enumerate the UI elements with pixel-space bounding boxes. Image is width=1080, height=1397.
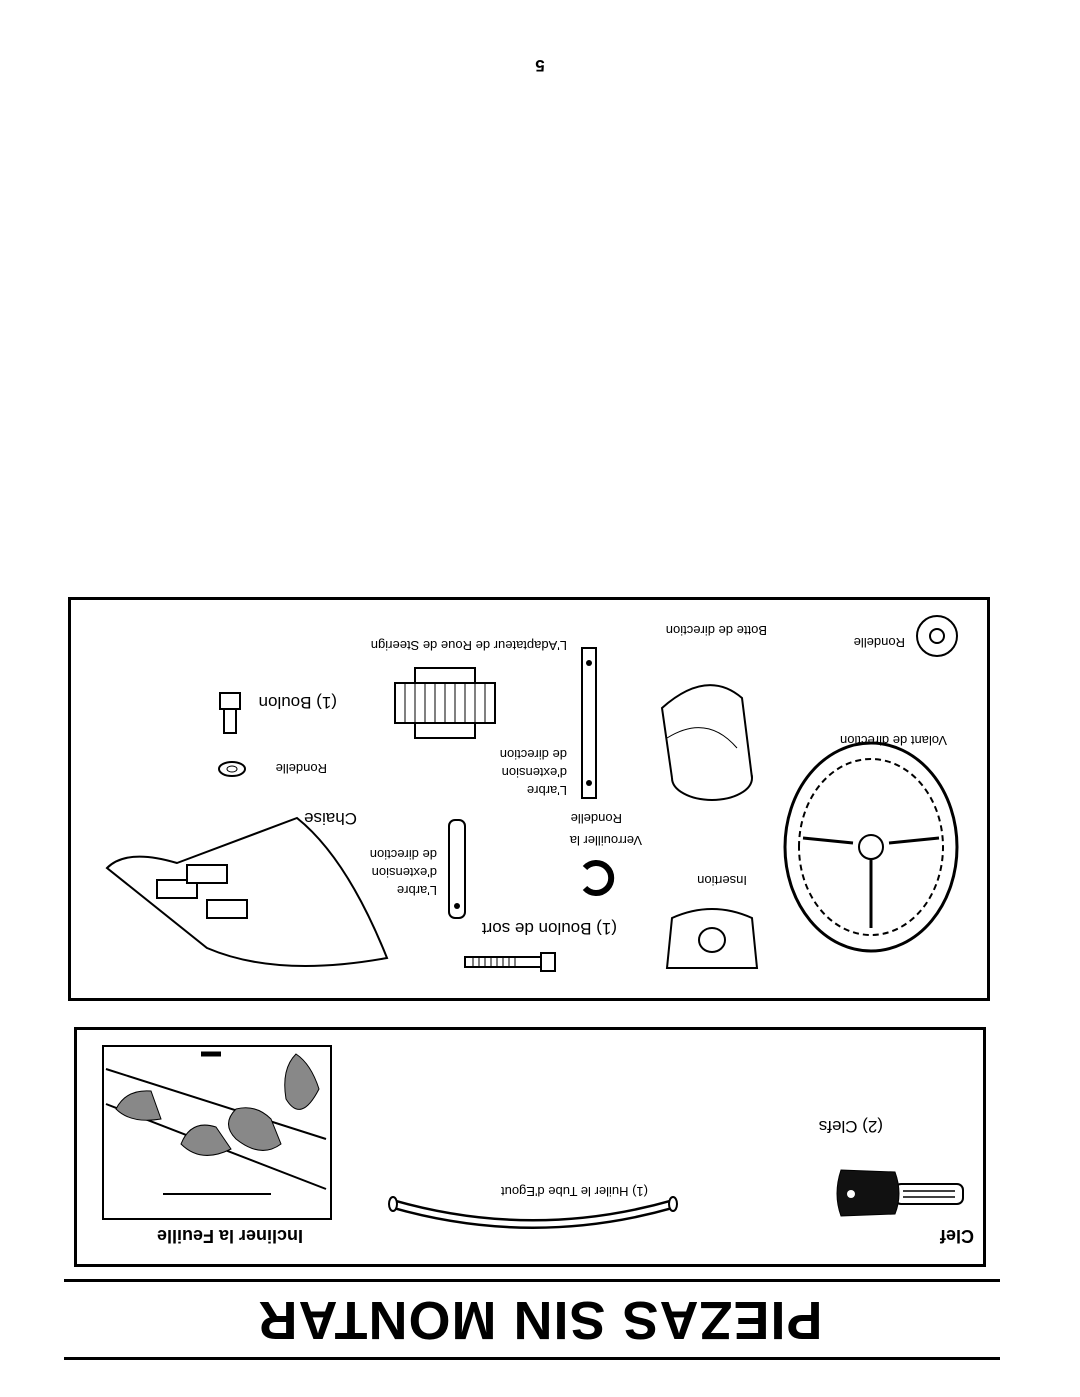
seat-icon	[105, 816, 389, 967]
steering-boot-label: Botte de direction	[665, 623, 767, 638]
adapter-icon	[394, 667, 496, 739]
title-rule-top	[64, 1357, 1000, 1360]
bolt-sort-label: (1) Boulon de sort	[481, 919, 617, 938]
extension-shaft-label-1: L'arbre	[396, 883, 437, 898]
washer-icon-small	[218, 761, 246, 777]
bolt-icon	[464, 952, 556, 972]
shaft-icon-short	[448, 819, 466, 919]
insert-icon	[665, 908, 759, 969]
key-icon	[836, 1169, 964, 1217]
page-number: 5	[535, 56, 545, 75]
washer-small-label: Rondelle	[275, 761, 327, 776]
steering-wheel-icon	[783, 741, 959, 953]
insert-label: Insertion	[697, 873, 747, 888]
shaft-icon	[581, 647, 597, 799]
steering-shaft-label-1: L'arbre	[526, 783, 567, 798]
key-title: Clef	[939, 1226, 974, 1246]
washer-icon	[916, 615, 958, 657]
drain-tube-label: (1) Huiler le Tube d'Egout	[500, 1184, 648, 1199]
lock-washer-icon	[582, 860, 615, 896]
keys-count-label: (2) Clefs	[818, 1117, 883, 1136]
seat-label: Chaise	[304, 809, 357, 828]
page-title: PIEZAS SIN MONTAR	[257, 1290, 823, 1350]
small-parts-box: Clef (2) Clefs (1) Huiler le Tube d'Egou…	[74, 1027, 986, 1267]
boot-icon	[660, 684, 753, 801]
steering-wheel-label: Volant de direction	[840, 733, 947, 748]
washer-label: Rondelle	[853, 635, 905, 650]
steering-shaft-label-3: de direction	[499, 747, 567, 762]
tilt-sheet-title: Incliner la Feuille	[156, 1226, 303, 1246]
tilt-sheet-icon	[102, 1045, 332, 1220]
title-rule-bottom	[64, 1279, 1000, 1282]
lock-washer-label-1: Verrouiller la	[569, 833, 642, 848]
bolt-icon-small	[219, 692, 241, 734]
parts-box: Rondelle Volant de direction Insertion B…	[68, 597, 990, 1001]
steering-shaft-label-2: d'extension	[501, 765, 567, 780]
tube-icon	[388, 1196, 678, 1229]
adapter-label: L'Adaptateur de Roue de Steerign	[370, 638, 567, 653]
bolt-label: (1) Boulon	[258, 693, 337, 712]
lock-washer-label-2: Rondelle	[570, 811, 622, 826]
